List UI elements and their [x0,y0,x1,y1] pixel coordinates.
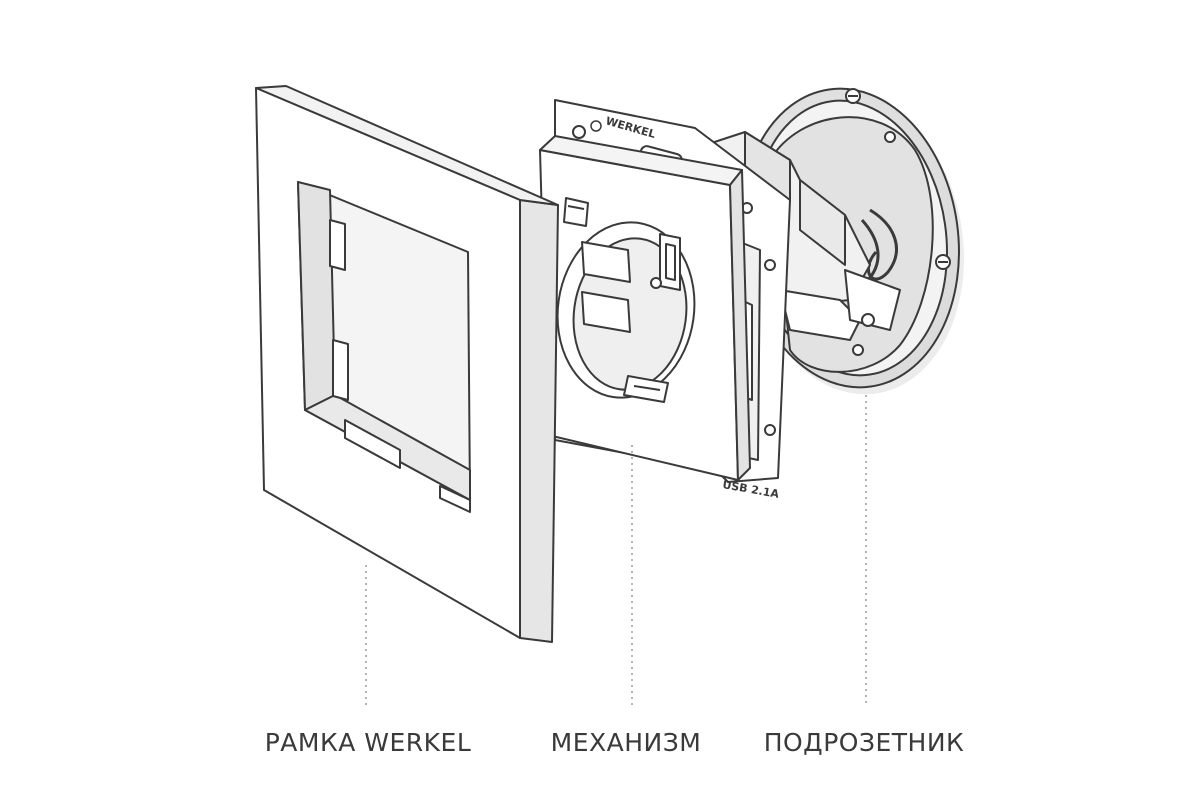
usb-rating-mark: USB 2.1A [721,478,780,501]
socket-mechanism [539,99,901,483]
label-mounting-box: ПОДРОЗЕТНИК [763,728,965,757]
frame-werkel [255,85,559,643]
label-frame: РАМКА WERKEL [264,728,472,757]
brand-logo-icon [590,120,602,132]
label-mechanism: МЕХАНИЗМ [550,728,702,757]
leader-lines [365,395,867,705]
